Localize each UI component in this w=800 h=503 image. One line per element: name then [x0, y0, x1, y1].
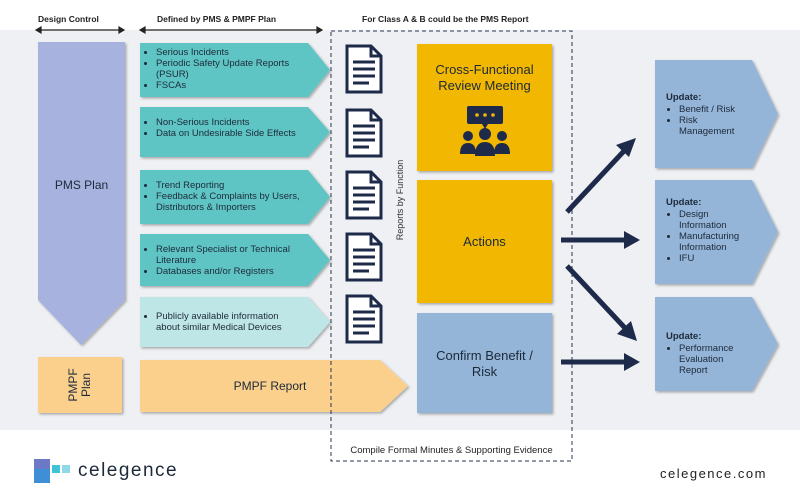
- actions-label: Actions: [463, 233, 506, 249]
- confirm-box: [417, 313, 552, 413]
- header-design-control: Design Control: [38, 14, 99, 24]
- header-class-ab: For Class A & B could be the PMS Report: [362, 14, 529, 24]
- update-item: Manufacturing Information: [679, 231, 754, 253]
- input-item: Databases and/or Registers: [156, 266, 314, 277]
- update-list-2: Update: Design Information Manufacturing…: [666, 197, 766, 264]
- input-item: Serious Incidents: [156, 47, 314, 58]
- pmpf-plan-label-wrap: PMPF Plan: [38, 357, 122, 413]
- input-arrow-4: [140, 234, 330, 286]
- update-title: Update:: [666, 197, 702, 208]
- document-icon: [345, 170, 383, 220]
- confirm-label: Confirm Benefit / Risk: [436, 348, 533, 379]
- update-arrow-1: [655, 60, 778, 168]
- update-item: Performance Evaluation Report: [679, 343, 749, 376]
- update-item: Risk Management: [679, 115, 741, 137]
- input-list-2: Non-Serious Incidents Data on Undesirabl…: [144, 117, 309, 139]
- pmpf-plan-label: PMPF Plan: [66, 368, 93, 402]
- celegence-logo-icon: [34, 459, 70, 483]
- input-arrow-3: [140, 170, 330, 224]
- pms-plan-shape: [38, 42, 125, 345]
- update-item: IFU: [679, 253, 766, 264]
- document-icons: [345, 44, 383, 344]
- input-item: Non-Serious Incidents: [156, 117, 309, 128]
- update-arrow-2: [655, 180, 778, 284]
- pmpf-plan-shape: [38, 357, 122, 413]
- update-title: Update:: [666, 331, 702, 342]
- celegence-logo-text: celegence: [78, 460, 179, 481]
- update-arrow-3: [655, 297, 778, 391]
- update-item: Design Information: [679, 209, 734, 231]
- pmpf-report-shape: [140, 360, 408, 412]
- document-icon: [345, 232, 383, 282]
- meeting-people-icon: [460, 106, 510, 156]
- pms-plan-label: PMS Plan: [54, 178, 109, 192]
- cross-functional-label: Cross-Functional Review Meeting: [435, 62, 534, 93]
- pmpf-report-label: PMPF Report: [233, 379, 307, 393]
- input-item: Periodic Safety Update Reports (PSUR): [156, 58, 314, 80]
- input-list-1: Serious Incidents Periodic Safety Update…: [144, 47, 314, 91]
- document-icon: [345, 44, 383, 94]
- input-item: FSCAs: [156, 80, 314, 91]
- input-arrow-2: [140, 107, 330, 157]
- pms-report-region: [330, 30, 573, 462]
- update-list-3: Update: Performance Evaluation Report: [666, 331, 761, 376]
- input-arrow-5: [140, 297, 330, 347]
- document-icon: [345, 294, 383, 344]
- actions-box: [417, 180, 552, 303]
- brand-url[interactable]: celegence.com: [660, 466, 767, 481]
- input-list-5: Publicly available information about sim…: [144, 311, 304, 333]
- update-list-1: Update: Benefit / Risk Risk Management: [666, 92, 761, 137]
- header-defined-by: Defined by PMS & PMPF Plan: [157, 14, 277, 24]
- compile-label: Compile Formal Minutes & Supporting Evid…: [350, 445, 553, 456]
- document-icon: [345, 108, 383, 158]
- reports-by-function-label: Reports by Function: [395, 159, 405, 241]
- input-item: Relevant Specialist or Technical Literat…: [156, 244, 314, 266]
- input-list-4: Relevant Specialist or Technical Literat…: [144, 244, 314, 277]
- input-item: Publicly available information about sim…: [156, 311, 304, 333]
- input-arrow-1: [140, 43, 330, 97]
- update-item: Benefit / Risk: [679, 104, 761, 115]
- input-list-3: Trend Reporting Feedback & Complaints by…: [144, 180, 314, 213]
- input-item: Feedback & Complaints by Users, Distribu…: [156, 191, 314, 213]
- header-arrows: [34, 25, 324, 35]
- update-title: Update:: [666, 92, 702, 103]
- input-item: Trend Reporting: [156, 180, 314, 191]
- input-item: Data on Undesirable Side Effects: [156, 128, 309, 139]
